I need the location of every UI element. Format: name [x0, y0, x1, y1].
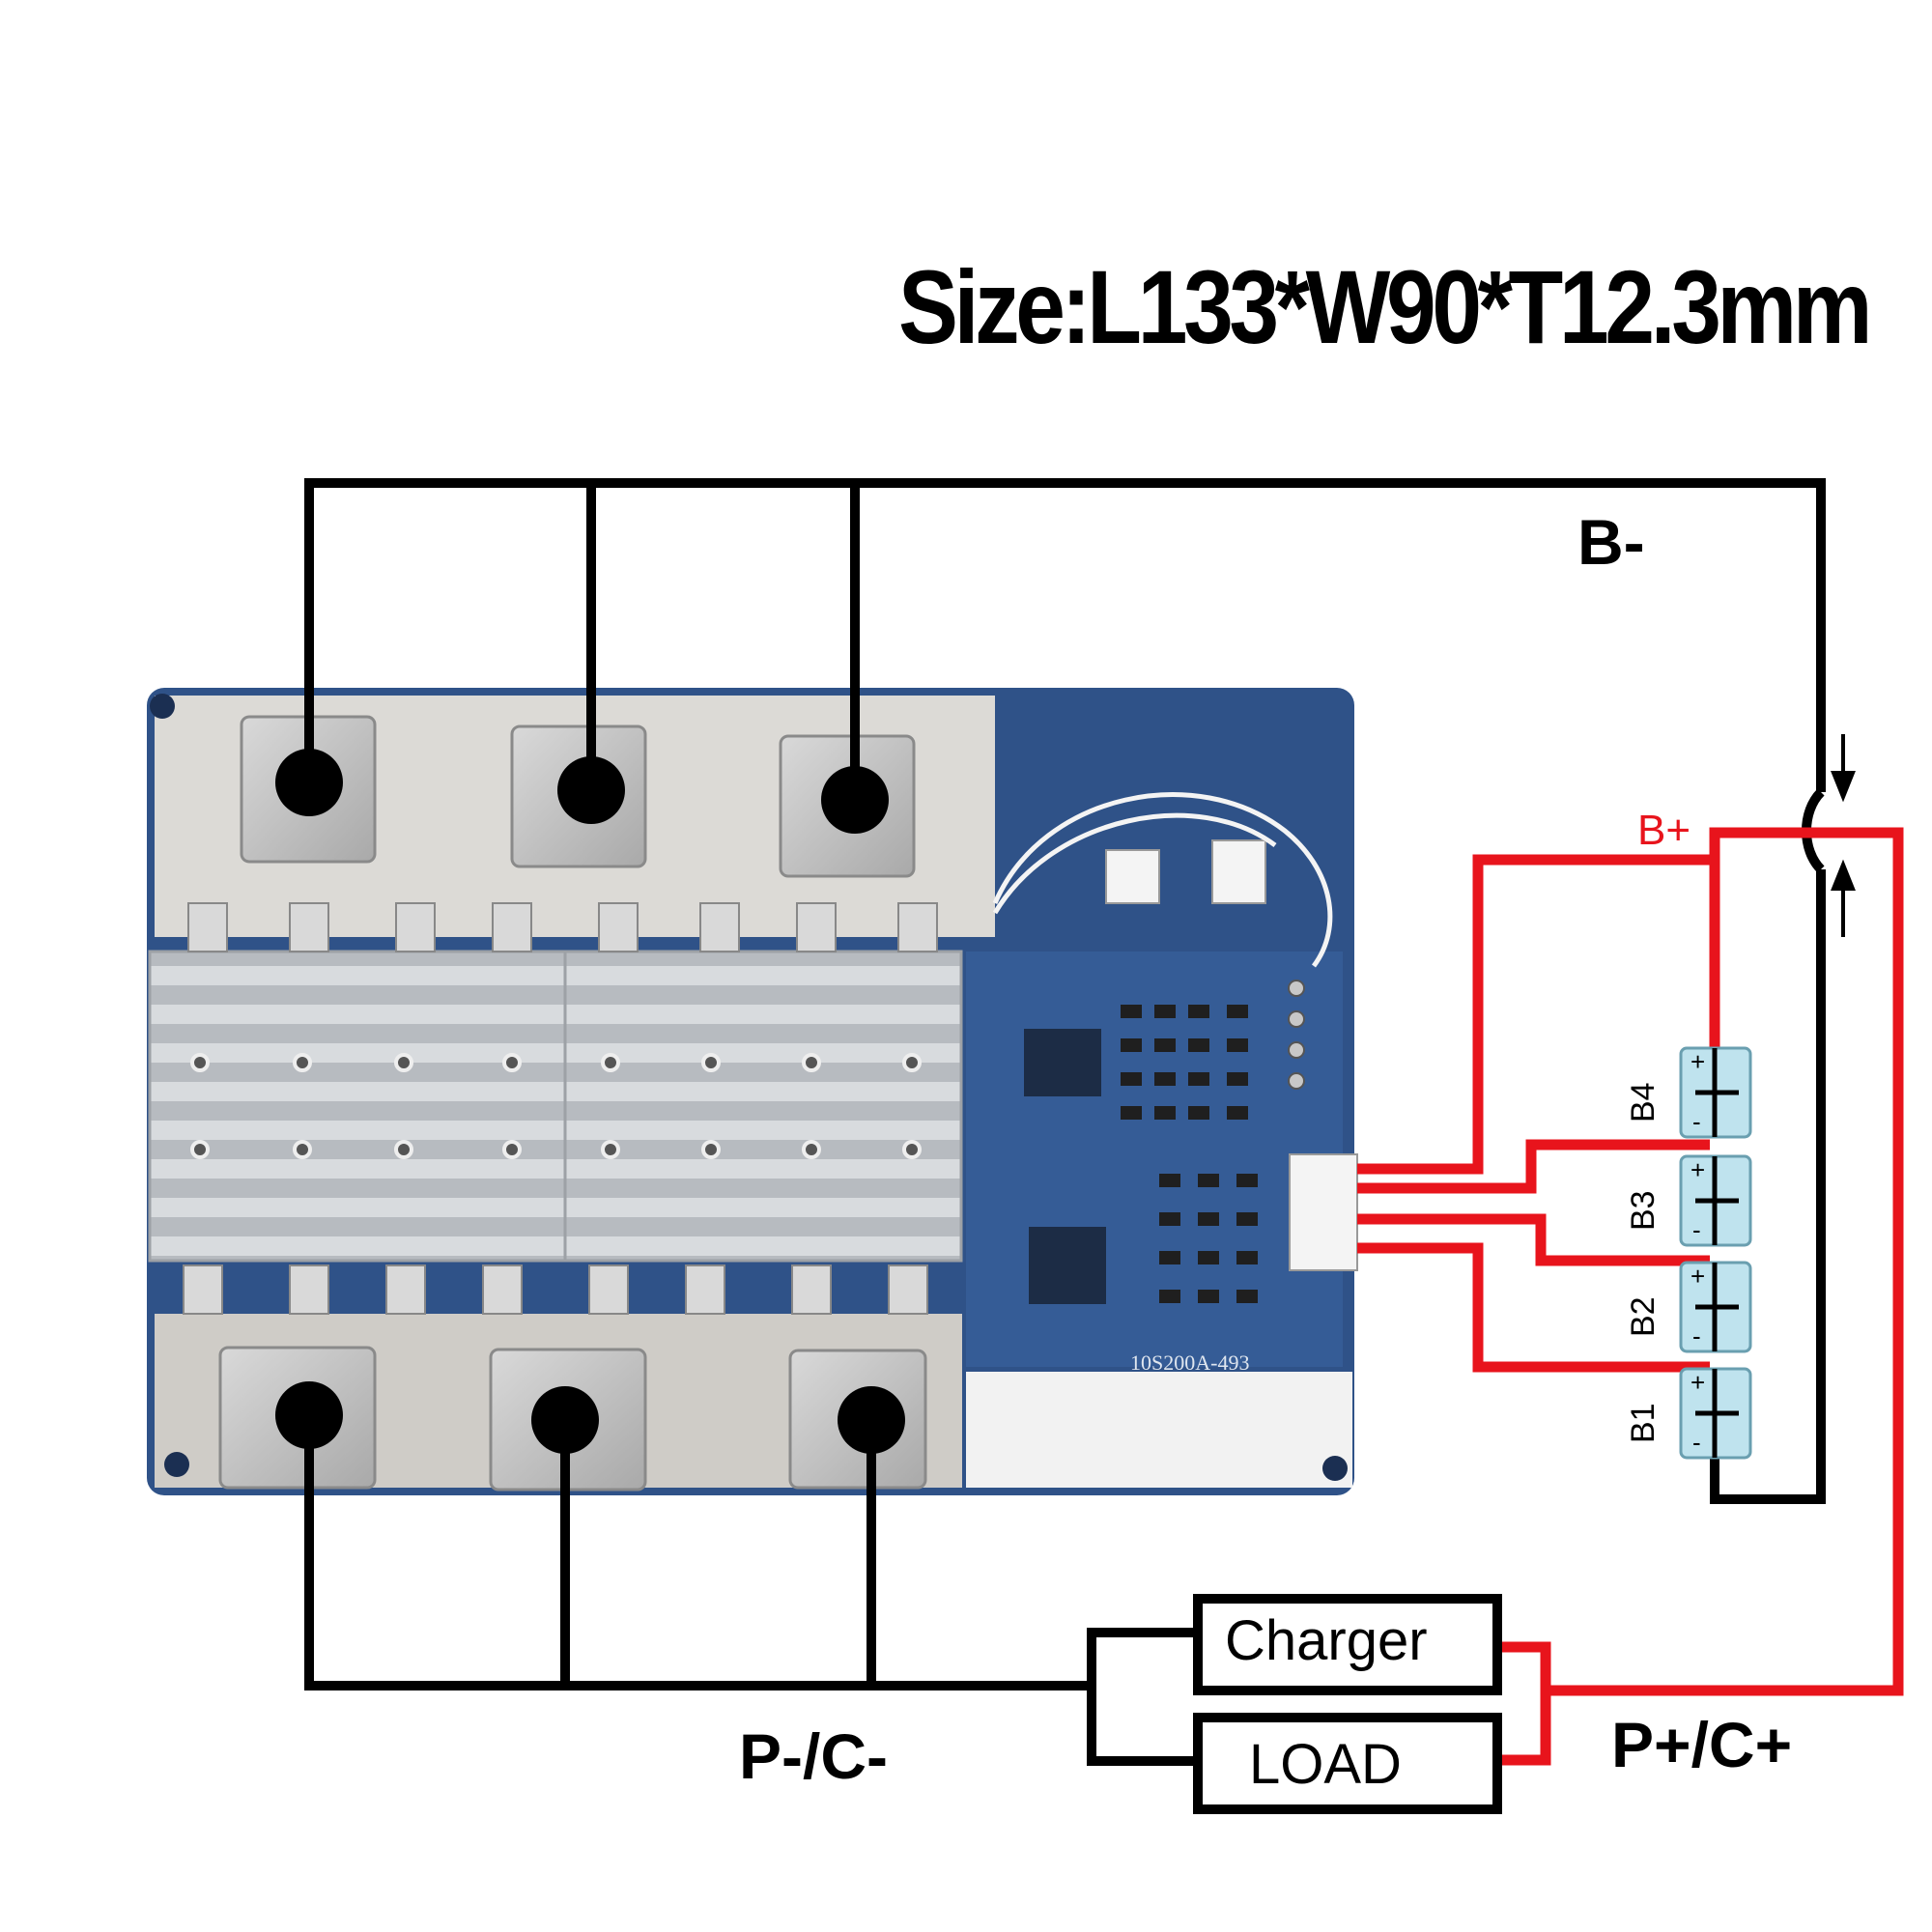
- charger-label: Charger: [1225, 1609, 1428, 1672]
- mounting-hole: [164, 1452, 189, 1477]
- terminal-dot: [821, 766, 889, 834]
- p-plus-c-plus-label: P+/C+: [1611, 1709, 1793, 1780]
- svg-text:-: -: [1692, 1428, 1701, 1457]
- svg-text:+: +: [1690, 1368, 1705, 1397]
- svg-text:-: -: [1692, 1107, 1701, 1136]
- b-plus-label: B+: [1637, 807, 1691, 854]
- svg-text:-: -: [1692, 1215, 1701, 1244]
- terminal-dot: [531, 1386, 599, 1454]
- terminal-dot: [275, 749, 343, 816]
- svg-text:+: +: [1690, 1155, 1705, 1184]
- charger-box: [1193, 1594, 1502, 1695]
- terminal-dot: [557, 756, 625, 824]
- balance-connector-top-1: [1105, 849, 1160, 904]
- svg-text:+: +: [1690, 1262, 1705, 1291]
- terminal-dot: [838, 1386, 905, 1454]
- heatsink-left: [148, 950, 567, 1263]
- balance-connector-top-2: [1211, 839, 1266, 904]
- svg-text:-: -: [1692, 1321, 1701, 1350]
- b-plus-wiring: [1357, 827, 1904, 1766]
- terminal-dot: [275, 1381, 343, 1449]
- svg-text:+: +: [1690, 1047, 1705, 1076]
- crossover-arrows: [1831, 734, 1856, 937]
- battery-cells: + - + - + - + -: [1679, 1046, 1752, 1460]
- board-model-label: 10S200A-493: [1130, 1350, 1249, 1375]
- mounting-hole: [150, 694, 175, 719]
- b-minus-label: B-: [1577, 506, 1645, 578]
- balance-connector: [1289, 1153, 1358, 1271]
- b-minus-wiring: [304, 478, 1826, 1504]
- cell-label-b2: B2: [1625, 1296, 1662, 1337]
- mounting-hole: [1322, 1456, 1348, 1481]
- p-minus-c-minus-label: P-/C-: [739, 1720, 888, 1792]
- cell-label-b1: B1: [1625, 1403, 1662, 1443]
- p-minus-wiring: [304, 1415, 1198, 1766]
- cell-label-b3: B3: [1625, 1190, 1662, 1231]
- cell-label-b4: B4: [1625, 1082, 1662, 1122]
- load-label: LOAD: [1249, 1733, 1402, 1796]
- load-box: [1193, 1713, 1502, 1814]
- power-pads: [218, 715, 927, 1492]
- heatsink-right: [563, 950, 963, 1263]
